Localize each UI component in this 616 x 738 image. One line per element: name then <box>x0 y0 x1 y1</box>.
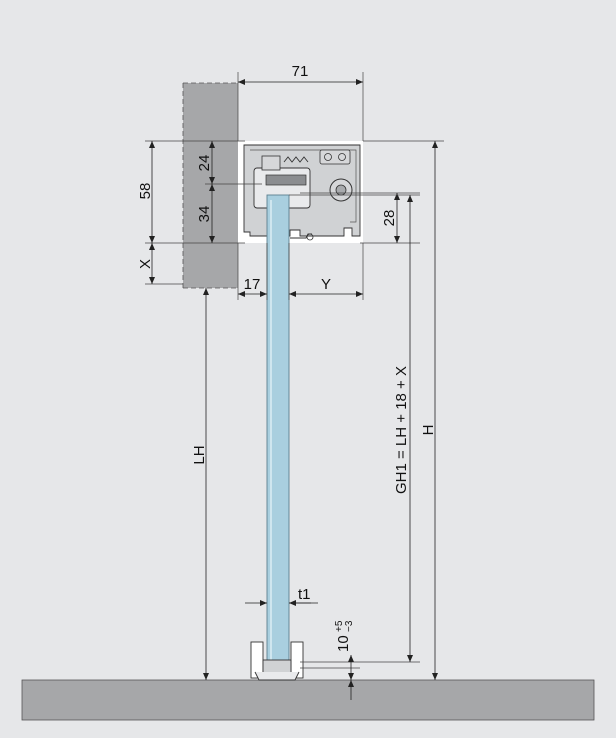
floor-guide <box>250 641 304 681</box>
track-profile <box>238 141 363 243</box>
dimension-gap-x: X <box>137 243 183 285</box>
label-floor-gap-base: 10 <box>335 635 352 652</box>
label-17: 17 <box>244 276 261 293</box>
dimension-offset-17: 17 <box>237 243 268 300</box>
label-floor-gap-tol-minus: −3 <box>344 620 355 632</box>
label-58: 58 <box>137 183 154 200</box>
label-71: 71 <box>292 63 309 80</box>
label-lh: LH <box>191 445 208 464</box>
dimension-gh1: GH1 = LH + 18 + X <box>289 194 420 663</box>
label-t1: t1 <box>298 586 311 603</box>
label-34: 34 <box>196 206 213 223</box>
label-24: 24 <box>196 155 213 172</box>
dimension-width-71: 71 <box>237 63 364 141</box>
label-28: 28 <box>381 210 398 227</box>
label-floor-gap-tol-plus: +5 <box>334 620 345 632</box>
label-h: H <box>420 425 437 436</box>
label-y: Y <box>321 276 331 293</box>
dimension-offset-y: Y <box>288 243 364 300</box>
dimension-h: H <box>363 140 444 680</box>
dimension-t1: t1 <box>245 586 318 606</box>
dimension-lh: LH <box>191 288 209 680</box>
dimension-height-34: 34 <box>196 184 215 243</box>
floor <box>21 679 595 721</box>
wall-section <box>182 82 238 289</box>
dimension-floor-gap: 10 +5 −3 <box>300 620 360 700</box>
label-gh1: GH1 = LH + 18 + X <box>393 366 410 494</box>
label-x: X <box>137 259 154 269</box>
dimension-height-58: 58 <box>137 140 245 244</box>
